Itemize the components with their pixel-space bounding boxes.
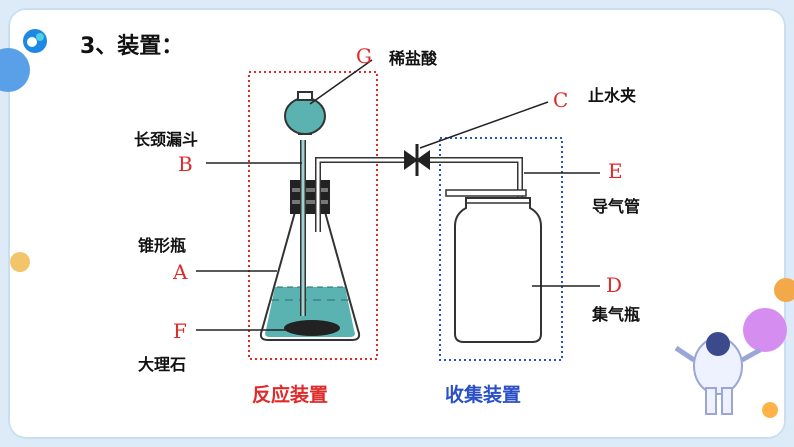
label-letter-c: C — [553, 88, 569, 112]
slide-frame — [8, 8, 786, 439]
rubber-stopper — [290, 180, 330, 214]
leader-lines — [196, 59, 600, 331]
label-hydrochloric-acid: 稀盐酸 — [389, 49, 438, 68]
logo-icon — [23, 29, 47, 53]
label-letter-d: D — [606, 273, 623, 297]
collection-box — [439, 137, 563, 361]
label-letter-f: F — [173, 319, 187, 343]
label-letter-e: E — [608, 159, 623, 183]
label-letter-g: G — [356, 44, 372, 68]
marble-chips — [284, 320, 340, 336]
conical-flask — [259, 180, 361, 341]
long-neck-funnel — [284, 91, 326, 316]
label-letter-a: A — [173, 260, 188, 284]
caption-collection-apparatus: 收集装置 — [445, 384, 522, 406]
label-marble: 大理石 — [138, 355, 187, 374]
water-clamp — [404, 144, 430, 176]
label-gas-bottle: 集气瓶 — [592, 305, 641, 324]
reaction-box — [248, 71, 378, 360]
label-water-clamp: 止水夹 — [588, 86, 637, 105]
label-long-neck-funnel: 长颈漏斗 — [134, 130, 199, 149]
page-title: 3、装置： — [80, 34, 184, 59]
gas-bottle — [445, 189, 542, 343]
astronaut-icon — [674, 308, 787, 418]
label-letter-b: B — [178, 152, 193, 176]
planet-icon — [0, 48, 794, 302]
caption-reaction-apparatus: 反应装置 — [252, 384, 329, 406]
label-gas-tube: 导气管 — [592, 197, 641, 216]
label-conical-flask: 锥形瓶 — [138, 236, 187, 255]
